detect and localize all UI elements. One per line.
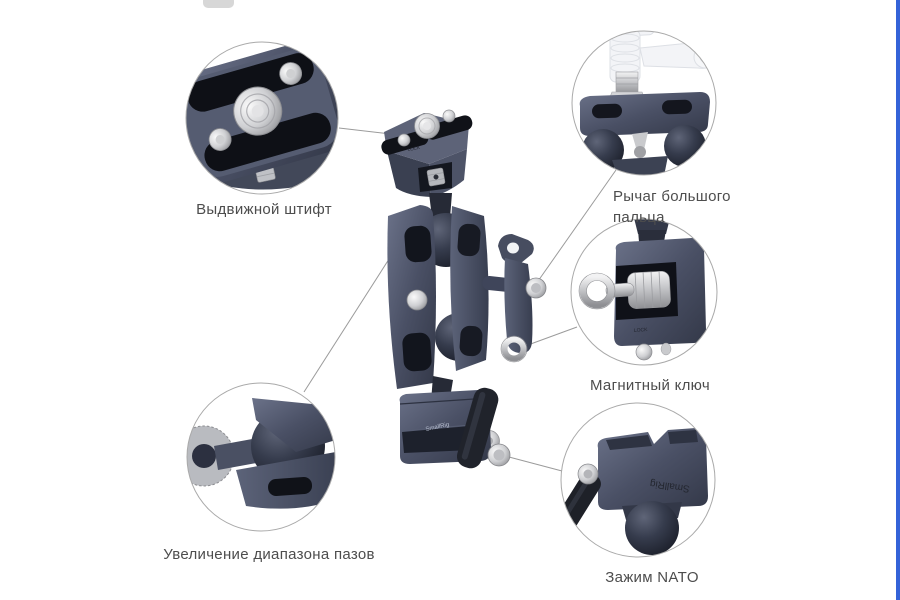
product-adjust-knob bbox=[456, 387, 499, 469]
callout1-big-screw bbox=[233, 86, 283, 136]
label-nato-clamp: Зажим NATO bbox=[605, 569, 699, 586]
product-thumb-lever bbox=[482, 234, 547, 363]
product-render: LOCK bbox=[381, 109, 547, 469]
product-nato-clamp: SmallRig bbox=[399, 387, 511, 469]
callout-circle-retractable-pin bbox=[185, 41, 339, 195]
connector-thumb-lever bbox=[535, 169, 617, 285]
callout-circle-slot-range bbox=[186, 382, 336, 532]
product-top-mount: LOCK bbox=[381, 109, 473, 197]
label-magnetic-key: Магнитный ключ bbox=[589, 377, 711, 394]
callout-slot-range-detail bbox=[187, 398, 335, 509]
product-left-jaw bbox=[387, 205, 436, 389]
product-brand-text: SmallRig bbox=[425, 422, 450, 433]
product-pin-right bbox=[442, 109, 456, 123]
callout-nato-clamp-detail: SmallRig bbox=[561, 428, 708, 555]
label-thumb-lever: Рычаг большого пальца bbox=[613, 188, 731, 226]
callout-circle-nato-clamp bbox=[560, 402, 716, 558]
product-lock-marking: LOCK bbox=[407, 145, 420, 152]
label-slot-range: Увеличение диапазона пазов bbox=[163, 546, 375, 563]
connector-nato-clamp bbox=[508, 456, 563, 472]
connector-retractable-pin bbox=[338, 127, 392, 135]
callout5-ball bbox=[625, 501, 679, 555]
product-eye-key bbox=[501, 336, 527, 362]
callout3-lock-marking: LOCK bbox=[634, 327, 649, 334]
product-side-hex bbox=[426, 167, 446, 187]
callout-circle-magnetic-key bbox=[570, 218, 718, 366]
product-pivot-screw bbox=[525, 277, 547, 299]
product-magnet bbox=[406, 289, 428, 311]
product-top-screw bbox=[414, 113, 440, 139]
product-pin-left bbox=[397, 133, 411, 147]
callout2-ghost-lever bbox=[597, 31, 716, 83]
callout-circle-thumb-lever bbox=[571, 30, 717, 176]
accent-bar bbox=[896, 0, 900, 600]
callout-magnetic-key-detail: LOCK bbox=[578, 219, 706, 361]
label-retractable-pin: Выдвижной штифт bbox=[196, 201, 332, 218]
callout-retractable-pin-detail: LOCK bbox=[186, 42, 338, 190]
top-edge-tab bbox=[203, 0, 234, 8]
product-neck bbox=[429, 193, 452, 218]
product-right-jaw bbox=[450, 206, 489, 371]
